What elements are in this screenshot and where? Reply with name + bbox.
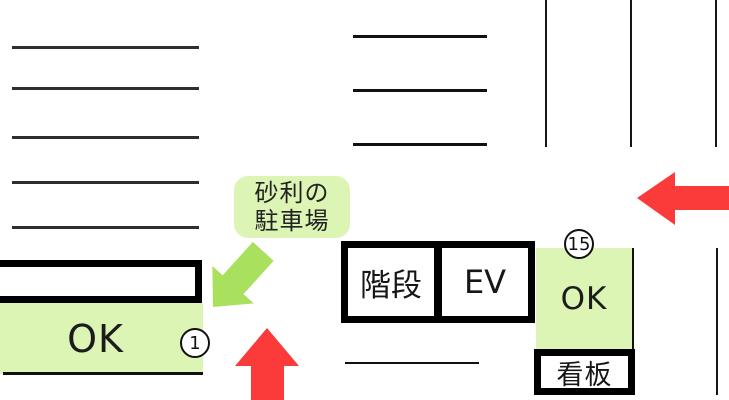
- boundary-line: [345, 362, 479, 364]
- ok-area-left: OK: [0, 303, 203, 374]
- spot-number-15-badge: 15: [564, 229, 594, 259]
- parking-space-line: [545, 0, 547, 147]
- spot-number-1: 1: [189, 332, 201, 354]
- parking-space-line: [353, 143, 487, 146]
- stairs-label: 階段: [360, 267, 422, 304]
- stairs-room: 階段: [348, 248, 434, 316]
- road-edge-line: [716, 248, 718, 395]
- parking-space-line: [12, 181, 199, 184]
- red-left-arrow-icon: [637, 172, 729, 225]
- gravel-parking-label-line2: 駐車場: [254, 207, 330, 235]
- elevator-label: EV: [463, 263, 507, 301]
- ok-area-right: OK: [536, 248, 634, 350]
- red-up-arrow-icon: [235, 328, 299, 400]
- parking-space-line: [715, 0, 717, 147]
- gravel-parking-label: 砂利の 駐車場: [234, 176, 350, 238]
- parking-space-line: [12, 46, 199, 49]
- spot-number-15: 15: [567, 233, 591, 255]
- spot-number-1-badge: 1: [180, 328, 210, 358]
- parking-space-line: [12, 87, 199, 90]
- boundary-line: [3, 372, 203, 375]
- building-block: 階段 EV: [341, 241, 535, 323]
- signboard-label: 看板: [556, 359, 613, 391]
- parking-space-line: [12, 136, 199, 139]
- parking-space-line: [12, 226, 199, 229]
- empty-parking-box: [0, 260, 202, 303]
- ok-label-left: OK: [67, 316, 124, 361]
- parking-space-line: [353, 89, 487, 92]
- elevator-room: EV: [434, 248, 528, 316]
- parking-space-line: [630, 0, 632, 147]
- green-down-left-arrow-icon: [212, 241, 274, 307]
- gravel-parking-label-line1: 砂利の: [254, 178, 330, 207]
- ok-label-right: OK: [560, 281, 608, 317]
- parking-space-line: [353, 35, 487, 38]
- signboard-box: 看板: [534, 349, 635, 395]
